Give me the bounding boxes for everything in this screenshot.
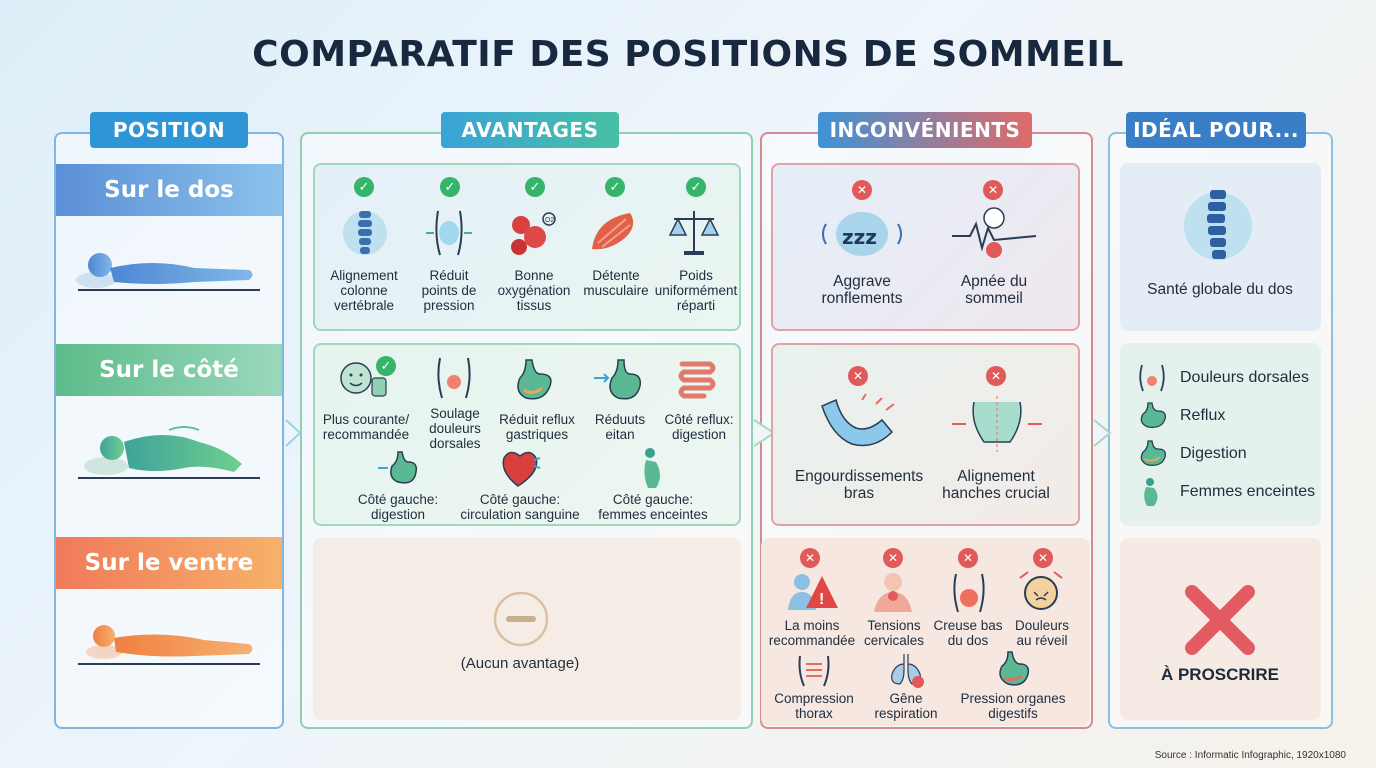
- ideal-side-item: Douleurs dorsales: [1134, 363, 1309, 393]
- x-mark-icon: ✕: [986, 366, 1006, 386]
- x-mark-icon: ✕: [958, 548, 978, 568]
- blood-cells-icon: O2: [511, 212, 556, 255]
- x-mark-icon: ✕: [1033, 548, 1053, 568]
- position-side-label: Sur le côté: [56, 344, 282, 396]
- x-mark-icon: ✕: [800, 548, 820, 568]
- header-ideal: IDÉAL POUR...: [1126, 112, 1306, 148]
- scale-icon: [668, 211, 720, 255]
- stomach-icon: [999, 651, 1030, 686]
- inconvenients-belly-panel: [761, 538, 1090, 726]
- inconvenients-side-panel: [771, 343, 1080, 526]
- arrow-right-icon: [285, 419, 302, 447]
- check-icon: ✓: [376, 356, 396, 376]
- torso-pressure-icon: [426, 210, 472, 256]
- pregnant-icon: [1144, 478, 1158, 506]
- ideal-belly-label: À PROSCRIRE: [1160, 665, 1280, 684]
- header-position: POSITION: [90, 112, 248, 148]
- advantage-item: Réduit reflux gastriques: [499, 412, 575, 442]
- intestine-icon: [678, 361, 716, 399]
- inconvenients-back-panel: [771, 163, 1080, 331]
- ideal-back-label: Santé globale du dos: [1147, 281, 1293, 298]
- x-mark-icon: ✕: [983, 180, 1003, 200]
- pregnant-icon: [644, 448, 660, 488]
- svg-text:O2: O2: [545, 217, 554, 224]
- cross-icon: [1185, 585, 1255, 655]
- no-advantage-label: (Aucun avantage): [460, 655, 580, 672]
- disadvantage-item: Aggrave ronflements: [821, 273, 903, 307]
- advantage-item: Plus courante/ recommandée: [322, 412, 410, 442]
- check-icon: ✓: [354, 177, 374, 197]
- arm-numb-icon: [821, 393, 895, 447]
- lower-back-icon: [953, 573, 985, 613]
- svg-text:!: !: [819, 591, 824, 608]
- spine-icon: [343, 211, 387, 255]
- disadvantage-item: Apnée du sommeil: [960, 273, 1028, 307]
- header-avantages: AVANTAGES: [441, 112, 619, 148]
- x-mark-icon: ✕: [848, 366, 868, 386]
- ideal-side-item: Digestion: [1134, 439, 1247, 469]
- stomach-icon: [1140, 440, 1166, 466]
- stomach-icon: [517, 359, 552, 400]
- svg-text:zzz: zzz: [842, 225, 877, 249]
- advantage-item: Alignement colonne vertébrale: [330, 268, 398, 313]
- stomach-icon: [378, 451, 418, 484]
- muscle-icon: [592, 213, 634, 250]
- alarm-clock-icon: [1019, 571, 1063, 610]
- stomach-arrow-icon: [594, 359, 642, 400]
- advantage-item: Bonne oxygénation tissus: [497, 268, 571, 313]
- position-column: [54, 132, 284, 729]
- spine-icon: [1184, 190, 1252, 260]
- check-icon: ✓: [440, 177, 460, 197]
- advantage-item: Détente musculaire: [583, 268, 649, 298]
- advantage-item: Réduit points de pression: [421, 268, 477, 313]
- source-credit: Source : Informatic Infographic, 1920x10…: [1154, 750, 1346, 761]
- sleeping-side-figure: [78, 426, 260, 479]
- disadvantage-item: Tensions cervicales: [863, 618, 925, 648]
- position-belly-label: Sur le ventre: [56, 537, 282, 589]
- arrow-right-icon: [1093, 419, 1112, 447]
- disadvantage-item: Engourdissements bras: [794, 468, 924, 502]
- apnea-icon: [952, 207, 1037, 258]
- hips-icon: [952, 396, 1042, 452]
- minus-circle-icon: [493, 591, 549, 647]
- advantage-item: Côté gauche: femmes enceintes: [598, 492, 708, 522]
- back-pain-icon: [437, 357, 471, 399]
- sleeping-back-figure: [76, 253, 260, 291]
- thorax-icon: [798, 655, 830, 687]
- check-icon: ✓: [686, 177, 706, 197]
- snore-icon: zzz: [822, 212, 902, 256]
- ideal-side-item: Femmes enceintes: [1134, 477, 1315, 507]
- neck-icon: [874, 573, 912, 612]
- advantage-item: Côté gauche: circulation sanguine: [460, 492, 580, 522]
- heart-icon: [502, 451, 541, 487]
- x-mark-icon: ✕: [852, 180, 872, 200]
- page-title: COMPARATIF DES POSITIONS DE SOMMEIL: [252, 34, 1124, 75]
- lungs-icon: [891, 654, 924, 688]
- back-pain-icon: [1139, 364, 1165, 392]
- ideal-side-item: Reflux: [1134, 401, 1225, 431]
- thumbs-up-icon: [340, 362, 387, 397]
- advantage-item: Réduuts eitan: [594, 412, 646, 442]
- check-icon: ✓: [605, 177, 625, 197]
- sleeping-belly-figure: [78, 625, 260, 665]
- disadvantage-item: Alignement hanches crucial: [942, 468, 1050, 502]
- check-icon: ✓: [525, 177, 545, 197]
- header-inconvenients: INCONVÉNIENTS: [818, 112, 1032, 148]
- advantage-item: Côté reflux: digestion: [664, 412, 734, 442]
- advantage-item: Soulage douleurs dorsales: [429, 406, 481, 451]
- disadvantage-item: Gêne respiration: [874, 691, 938, 721]
- x-mark-icon: ✕: [883, 548, 903, 568]
- disadvantage-item: Pression organes digestifs: [960, 691, 1066, 721]
- stomach-icon: [1140, 402, 1166, 428]
- position-back-label: Sur le dos: [56, 164, 282, 216]
- warning-person-icon: !: [788, 574, 838, 610]
- disadvantage-item: Creuse bas du dos: [933, 618, 1003, 648]
- advantage-item: Côté gauche: digestion: [357, 492, 439, 522]
- disadvantage-item: Douleurs au réveil: [1014, 618, 1070, 648]
- disadvantage-item: La moins recommandée: [768, 618, 856, 648]
- disadvantage-item: Compression thorax: [774, 691, 854, 721]
- avantages-belly-panel: [313, 538, 741, 720]
- advantage-item: Poids uniformément réparti: [654, 268, 738, 313]
